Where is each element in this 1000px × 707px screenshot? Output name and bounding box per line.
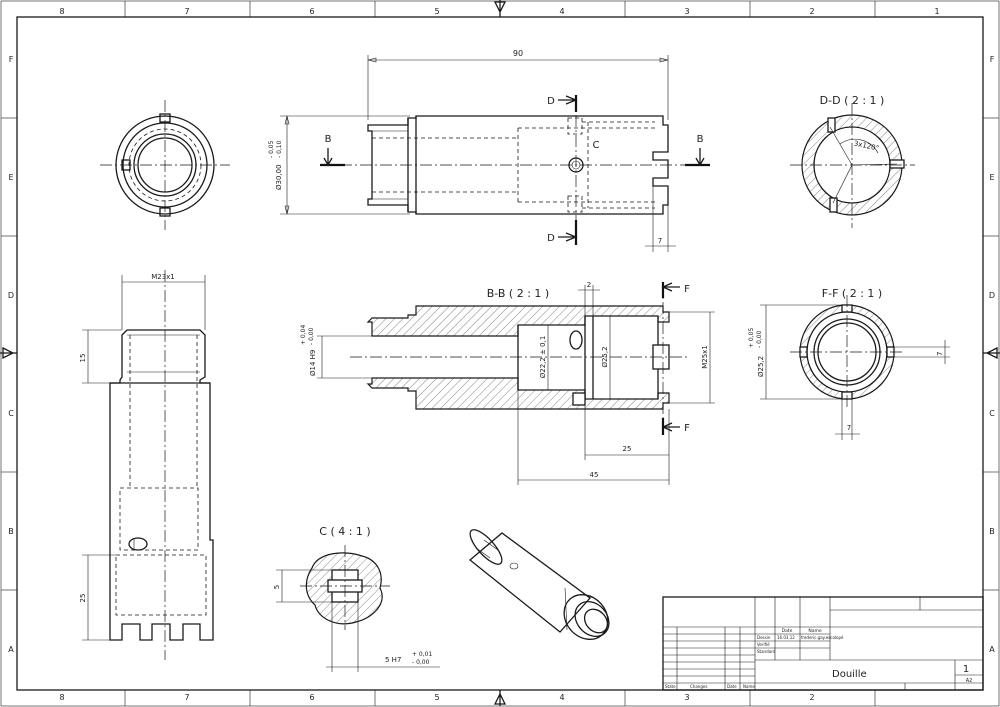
col-label: 4 [559,693,564,702]
col-label: 7 [184,693,189,702]
row-label: A [989,645,995,654]
isometric-view [468,529,610,640]
row-label: B [8,527,14,536]
dim-top-length: 90 [513,49,523,58]
section-ff-labels: F-F ( 2 : 1 ) Ø25,2 + 0,05 - 0,00 7 7 [748,287,944,432]
row-label: E [989,173,994,182]
col-label: 6 [309,7,314,16]
section-dd-labels: D-D ( 2 : 1 ) 3x120° [820,94,885,153]
col-label: 1 [934,7,939,16]
title-row-drawn: Dessin [757,635,771,640]
dim-top-tol-upper: - 0,05 [268,140,275,158]
section-marker-d-top: D [547,96,555,107]
section-bb-view [317,282,715,485]
row-label: D [8,291,14,300]
col-label: 3 [684,7,689,16]
row-label: C [989,409,995,418]
title-name-value: frederic.gay.escalopé [801,635,844,640]
row-label: B [989,527,995,536]
dim-ff-slot-h: 7 [936,352,944,356]
title-block [662,596,984,691]
detail-marker-c: C [593,140,600,151]
section-bb-title: B-B ( 2 : 1 ) [487,287,549,300]
front-view [280,55,710,252]
dim-top-tol-lower: - 0,10 [276,140,283,158]
end-view [100,100,230,230]
dim-side-length-top: 15 [79,354,87,363]
side-view-labels: M23x1 15 25 [79,273,175,602]
border-column-labels: 8 7 6 5 4 3 2 1 8 7 6 5 4 3 2 [59,7,939,702]
dim-c-size: 5 [273,585,281,589]
section-ff-title: F-F ( 2 : 1 ) [822,287,882,300]
col-label: 5 [434,693,439,702]
title-footer-state: State [665,684,676,689]
title-part-name: Douille [832,669,867,680]
col-label: 7 [184,7,189,16]
row-label: C [8,409,14,418]
border-row-labels: F E D C B A F E D C B A [8,55,995,654]
dim-ff-tol-upper: + 0,05 [748,328,755,348]
col-label: 2 [809,693,814,702]
dim-bb-outer-diameter: Ø25,2 [601,346,609,367]
title-sheet-format: A2 [966,678,973,684]
col-label: 4 [559,7,564,16]
title-row-standard: Standard [757,649,776,654]
section-ff-view [760,295,950,440]
dim-bb-thread: M25x1 [701,345,709,369]
front-view-labels: 90 Ø30,00 - 0,05 - 0,10 7 B B D D C [268,49,704,245]
title-sheet-number: 1 [963,664,969,675]
row-label: F [9,55,14,64]
title-row-checked: Verifié [757,642,770,647]
title-block-labels: Date Name Dessin Verifié Standard 16.03.… [665,628,972,689]
section-marker-b-right: B [697,134,704,145]
dim-bb-bore: Ø14 H9 [309,350,317,376]
section-dd-view [790,103,915,228]
dim-bb-depth-long: 45 [590,471,599,479]
dim-ff-slot-w: 7 [847,424,851,432]
row-label: F [990,55,995,64]
dim-ff-diameter: Ø25,2 [757,356,765,377]
col-label: 6 [309,693,314,702]
dim-ff-tol-lower: - 0,00 [756,330,763,348]
dim-bb-depth-short: 25 [623,445,632,453]
dim-bb-bore-tol-lower: - 0,00 [308,327,315,345]
section-marker-f-top: F [684,284,690,295]
detail-c-view [276,545,440,672]
dim-bb-groove: 2 [587,281,591,289]
dim-side-thread: M23x1 [151,273,175,281]
dim-bb-bore-tol-upper: + 0,04 [300,325,307,345]
title-col-name: Name [808,628,822,634]
title-footer-changes: Changes [690,684,707,689]
dim-top-slot: 7 [658,237,662,245]
section-marker-b-left: B [325,134,332,145]
col-label: 5 [434,7,439,16]
section-marker-f-bottom: F [684,423,690,434]
dim-bb-inner-diameter: Ø22,2 ± 0,1 [539,336,547,379]
section-bb-labels: B-B ( 2 : 1 ) Ø14 H9 + 0,04 - 0,00 2 Ø22… [300,281,709,479]
side-view [82,270,214,660]
dim-top-diameter: Ø30,00 [275,164,283,190]
title-date-value: 16.03.12 [777,635,795,640]
dim-c-fit-tol-upper: + 0,01 [412,651,432,658]
col-label: 2 [809,7,814,16]
dim-c-fit-tol-lower: - 0,00 [412,659,430,666]
row-label: A [8,645,14,654]
title-col-date: Date [782,628,793,634]
title-footer-name: Name [743,684,755,689]
detail-c-labels: C ( 4 : 1 ) 5 5 H7 + 0,01 - 0,00 [273,525,432,666]
col-label: 3 [684,693,689,702]
col-label: 8 [59,7,64,16]
row-label: E [8,173,13,182]
section-marker-d-bottom: D [547,233,555,244]
dim-c-fit: 5 H7 [385,656,401,664]
section-dd-title: D-D ( 2 : 1 ) [820,94,885,107]
detail-c-title: C ( 4 : 1 ) [319,525,370,538]
title-footer-date: Date [727,684,737,689]
col-label: 8 [59,693,64,702]
dim-side-length-bottom: 25 [79,594,87,603]
row-label: D [989,291,995,300]
